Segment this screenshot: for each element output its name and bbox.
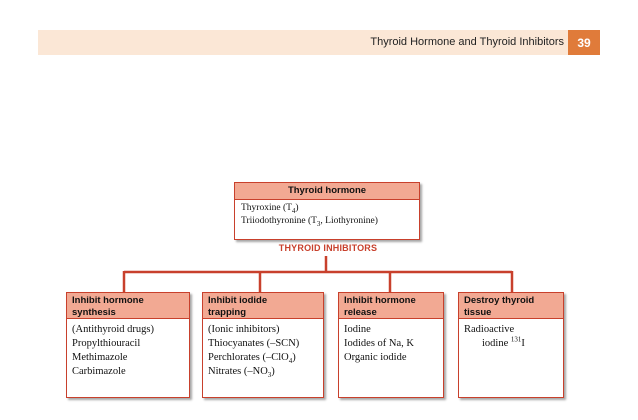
list-item: (Ionic inhibitors): [208, 324, 280, 335]
category-title: Destroy thyroid tissue: [459, 293, 563, 319]
list-item: iodine 131I: [482, 335, 525, 349]
category-items: (Ionic inhibitors) Thiocyanates (–SCN) P…: [203, 319, 323, 383]
page-number: 39: [568, 30, 600, 55]
thyroid-hormone-box: Thyroid hormone Thyroxine (T4) Triiodoth…: [234, 182, 420, 240]
page-header-band: [38, 30, 600, 55]
category-items: Iodine Iodides of Na, K Organic iodide: [339, 319, 443, 369]
triiodothyronine-item: Triiodothyronine (T3, Liothyronine): [241, 216, 378, 228]
category-box-synthesis: Inhibit hormone synthesis (Antithyroid d…: [66, 292, 190, 398]
list-item: Propylthiouracil: [72, 338, 141, 349]
thyroxine-item: Thyroxine (T4): [241, 203, 299, 215]
list-item: Perchlorates (–ClO4): [208, 352, 296, 366]
category-items: (Antithyroid drugs) Propylthiouracil Met…: [67, 319, 189, 383]
list-item: Nitrates (–NO3): [208, 366, 275, 380]
list-item: Methimazole: [72, 352, 128, 363]
category-box-hormone-release: Inhibit hormone release Iodine Iodides o…: [338, 292, 444, 398]
category-title: Inhibit hormone release: [339, 293, 443, 319]
list-item: Carbimazole: [72, 366, 126, 377]
list-item: (Antithyroid drugs): [72, 324, 154, 335]
category-box-iodide-trapping: Inhibit iodide trapping (Ionic inhibitor…: [202, 292, 324, 398]
list-item: Radioactive: [464, 324, 515, 335]
list-item: Thiocyanates (–SCN): [208, 338, 300, 349]
category-title: Inhibit iodide trapping: [203, 293, 323, 319]
running-title: Thyroid Hormone and Thyroid Inhibitors: [370, 36, 564, 48]
category-box-destroy-tissue: Destroy thyroid tissue Radioactive iodin…: [458, 292, 564, 398]
list-item: Organic iodide: [344, 352, 407, 363]
list-item: Iodine: [344, 324, 371, 335]
category-items: Radioactive iodine 131I: [459, 319, 563, 355]
category-title: Inhibit hormone synthesis: [67, 293, 189, 319]
list-item: Iodides of Na, K: [344, 338, 414, 349]
thyroid-hormone-list: Thyroxine (T4) Triiodothyronine (T3, Lio…: [235, 200, 419, 230]
thyroid-inhibitors-label: THYROID INHIBITORS: [278, 243, 378, 253]
thyroid-hormone-title: Thyroid hormone: [235, 183, 419, 200]
